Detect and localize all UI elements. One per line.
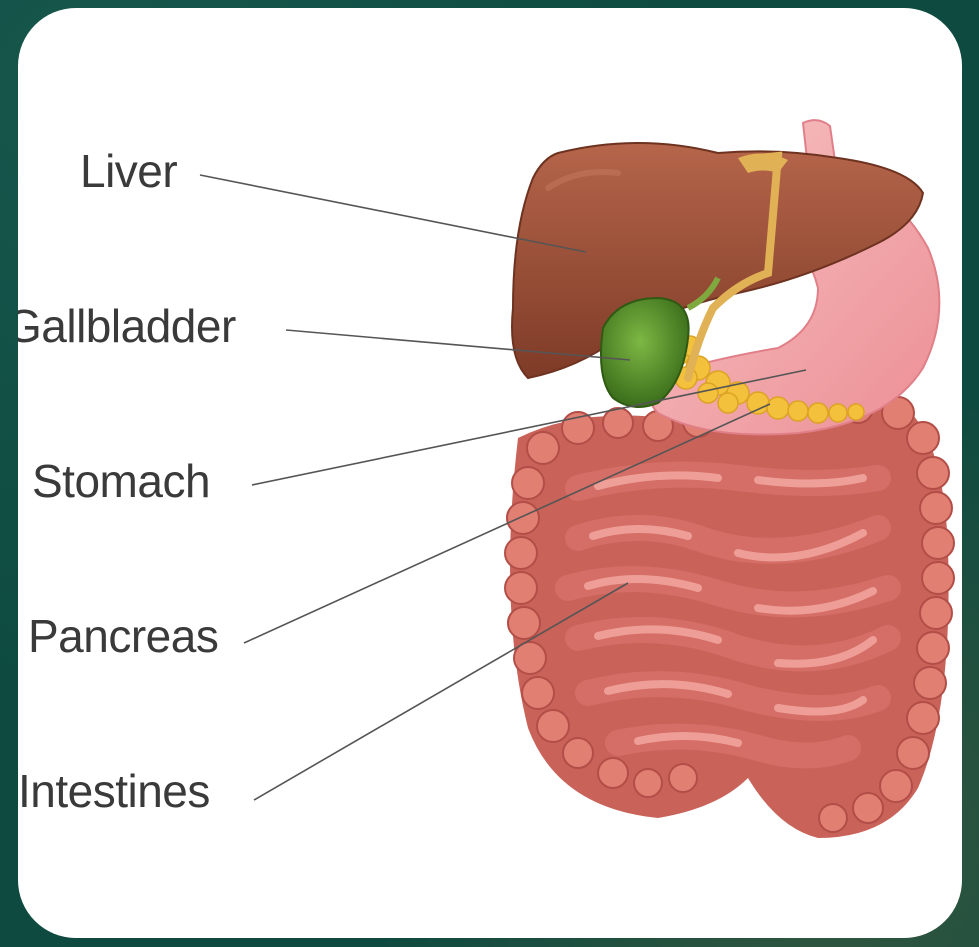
label-pancreas: Pancreas — [28, 613, 218, 659]
label-intestines: Intestines — [18, 768, 210, 814]
label-stomach: Stomach — [32, 458, 210, 504]
diagram-card: Liver Gallbladder Stomach Pancreas Intes… — [18, 8, 962, 938]
label-gallbladder: Gallbladder — [18, 303, 236, 349]
label-liver: Liver — [80, 148, 177, 194]
